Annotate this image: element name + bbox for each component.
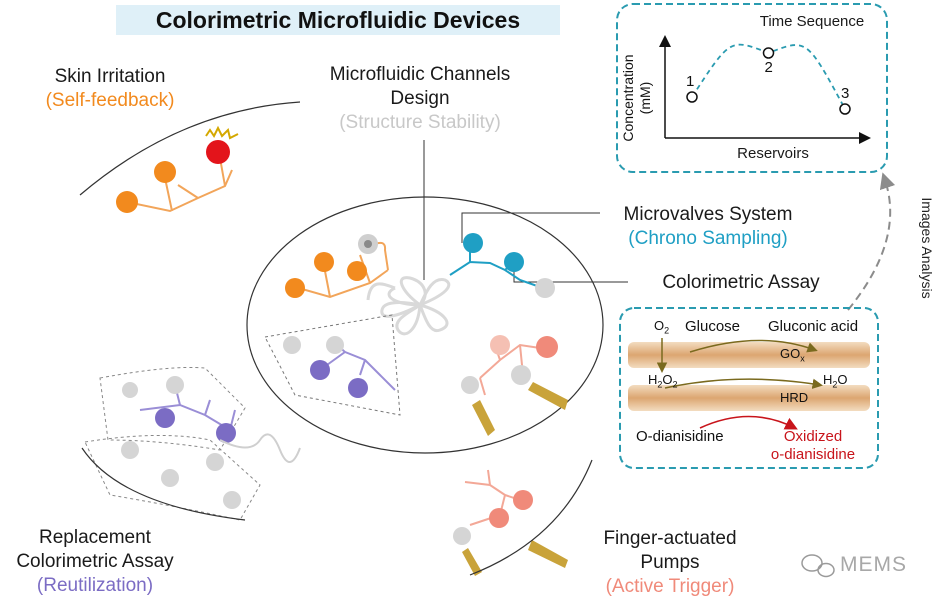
purple-device [283,336,396,398]
images-analysis-label: Images Analysis [919,197,935,299]
pumps-title-1: Finger-actuated [603,528,737,549]
replacement-title-2: Colorimetric Assay [16,551,174,572]
time-ylabel-2: (mM) [637,81,653,115]
time-point-label-1: 1 [686,73,695,90]
band-1 [628,342,870,368]
hrd-arrow [664,378,823,389]
time-ylabel: Concentration (mM) [620,48,660,148]
time-point-2 [762,47,775,59]
assay-leader [513,263,628,283]
teal-device [449,233,555,298]
main-device-circle [246,196,604,454]
images-analysis-arrow [847,172,896,311]
skin-arc [79,101,301,196]
skin-irritation-title: Skin Irritation [54,66,166,87]
replacement-label: Replacement Colorimetric Assay (Reutiliz… [0,526,190,598]
band-2 [628,385,870,411]
assay-title: Colorimetric Assay [662,272,820,293]
reaction-oxidized-2: o-dianisidine [770,446,856,463]
time-ylabel-1: Concentration [620,54,636,142]
microvalves-label: Microvalves System (Chrono Sampling) [598,203,818,251]
pump-device [453,459,593,576]
central-channels [366,276,451,336]
spark-icon [205,125,239,140]
replacement-sub: (Reutilization) [36,575,154,596]
replacement-arc [81,447,246,521]
reaction-panel [619,307,879,469]
time-point-label-2: 2 [764,59,773,76]
pump-strip-2 [472,400,495,436]
microvalves-title: Microvalves System [623,204,793,225]
replacement-title-1: Replacement [39,527,151,548]
pump-strip-1 [528,382,568,410]
skin-reservoir-1 [116,191,138,213]
channels-title-2: Design [390,88,450,109]
channels-sub: (Structure Stability) [339,112,501,133]
page-title: Colorimetric Microfluidic Devices [116,5,560,35]
assay-label: Colorimetric Assay [626,271,856,295]
time-point-label-3: 3 [841,85,850,102]
pump-arc [469,459,593,576]
salmon-device [461,335,568,436]
skin-irritation-sub: (Self-feedback) [45,90,175,111]
time-xlabel: Reservoirs [737,145,809,162]
channels-title-1: Microfluidic Channels [329,64,511,85]
gox-arrow [689,339,818,353]
oxidized-arrow [699,415,798,430]
time-sequence-panel [616,3,888,173]
orange-device [285,234,389,299]
time-point-3 [839,103,851,115]
reaction-o2: O2 [654,318,670,336]
reaction-h2o2: H2O2 [648,372,678,390]
microvalves-sub: (Chrono Sampling) [628,228,788,249]
reaction-odianisidine: O-dianisidine [636,428,724,445]
skin-device [116,125,239,213]
reaction-glucose: Glucose [685,318,741,335]
watermark: MEMS [840,553,907,576]
reaction-gluconic: Gluconic acid [768,318,859,335]
skin-irritation-label: Skin Irritation (Self-feedback) [20,65,200,113]
time-point-1 [686,91,698,103]
pumps-label: Finger-actuated Pumps (Active Trigger) [580,527,760,599]
skin-reservoir-2 [154,161,176,183]
reaction-oxidized: Oxidized o-dianisidine [758,428,868,464]
replacement-stack [81,366,301,521]
reaction-oxidized-1: Oxidized [783,428,843,445]
reaction-gox: GOx [780,346,805,364]
reaction-hrd: HRD [780,390,809,405]
channels-label: Microfluidic Channels Design (Structure … [300,63,540,135]
time-sequence-title: Time Sequence [759,13,865,30]
microvalves-leader [461,212,600,243]
pumps-sub: (Active Trigger) [605,576,735,597]
time-points [686,47,851,115]
skin-reservoir-red [206,140,230,164]
pumps-title-2: Pumps [640,552,700,573]
reaction-h2o: H2O [823,372,848,390]
purple-sector [264,314,401,416]
wechat-icon [801,554,835,578]
